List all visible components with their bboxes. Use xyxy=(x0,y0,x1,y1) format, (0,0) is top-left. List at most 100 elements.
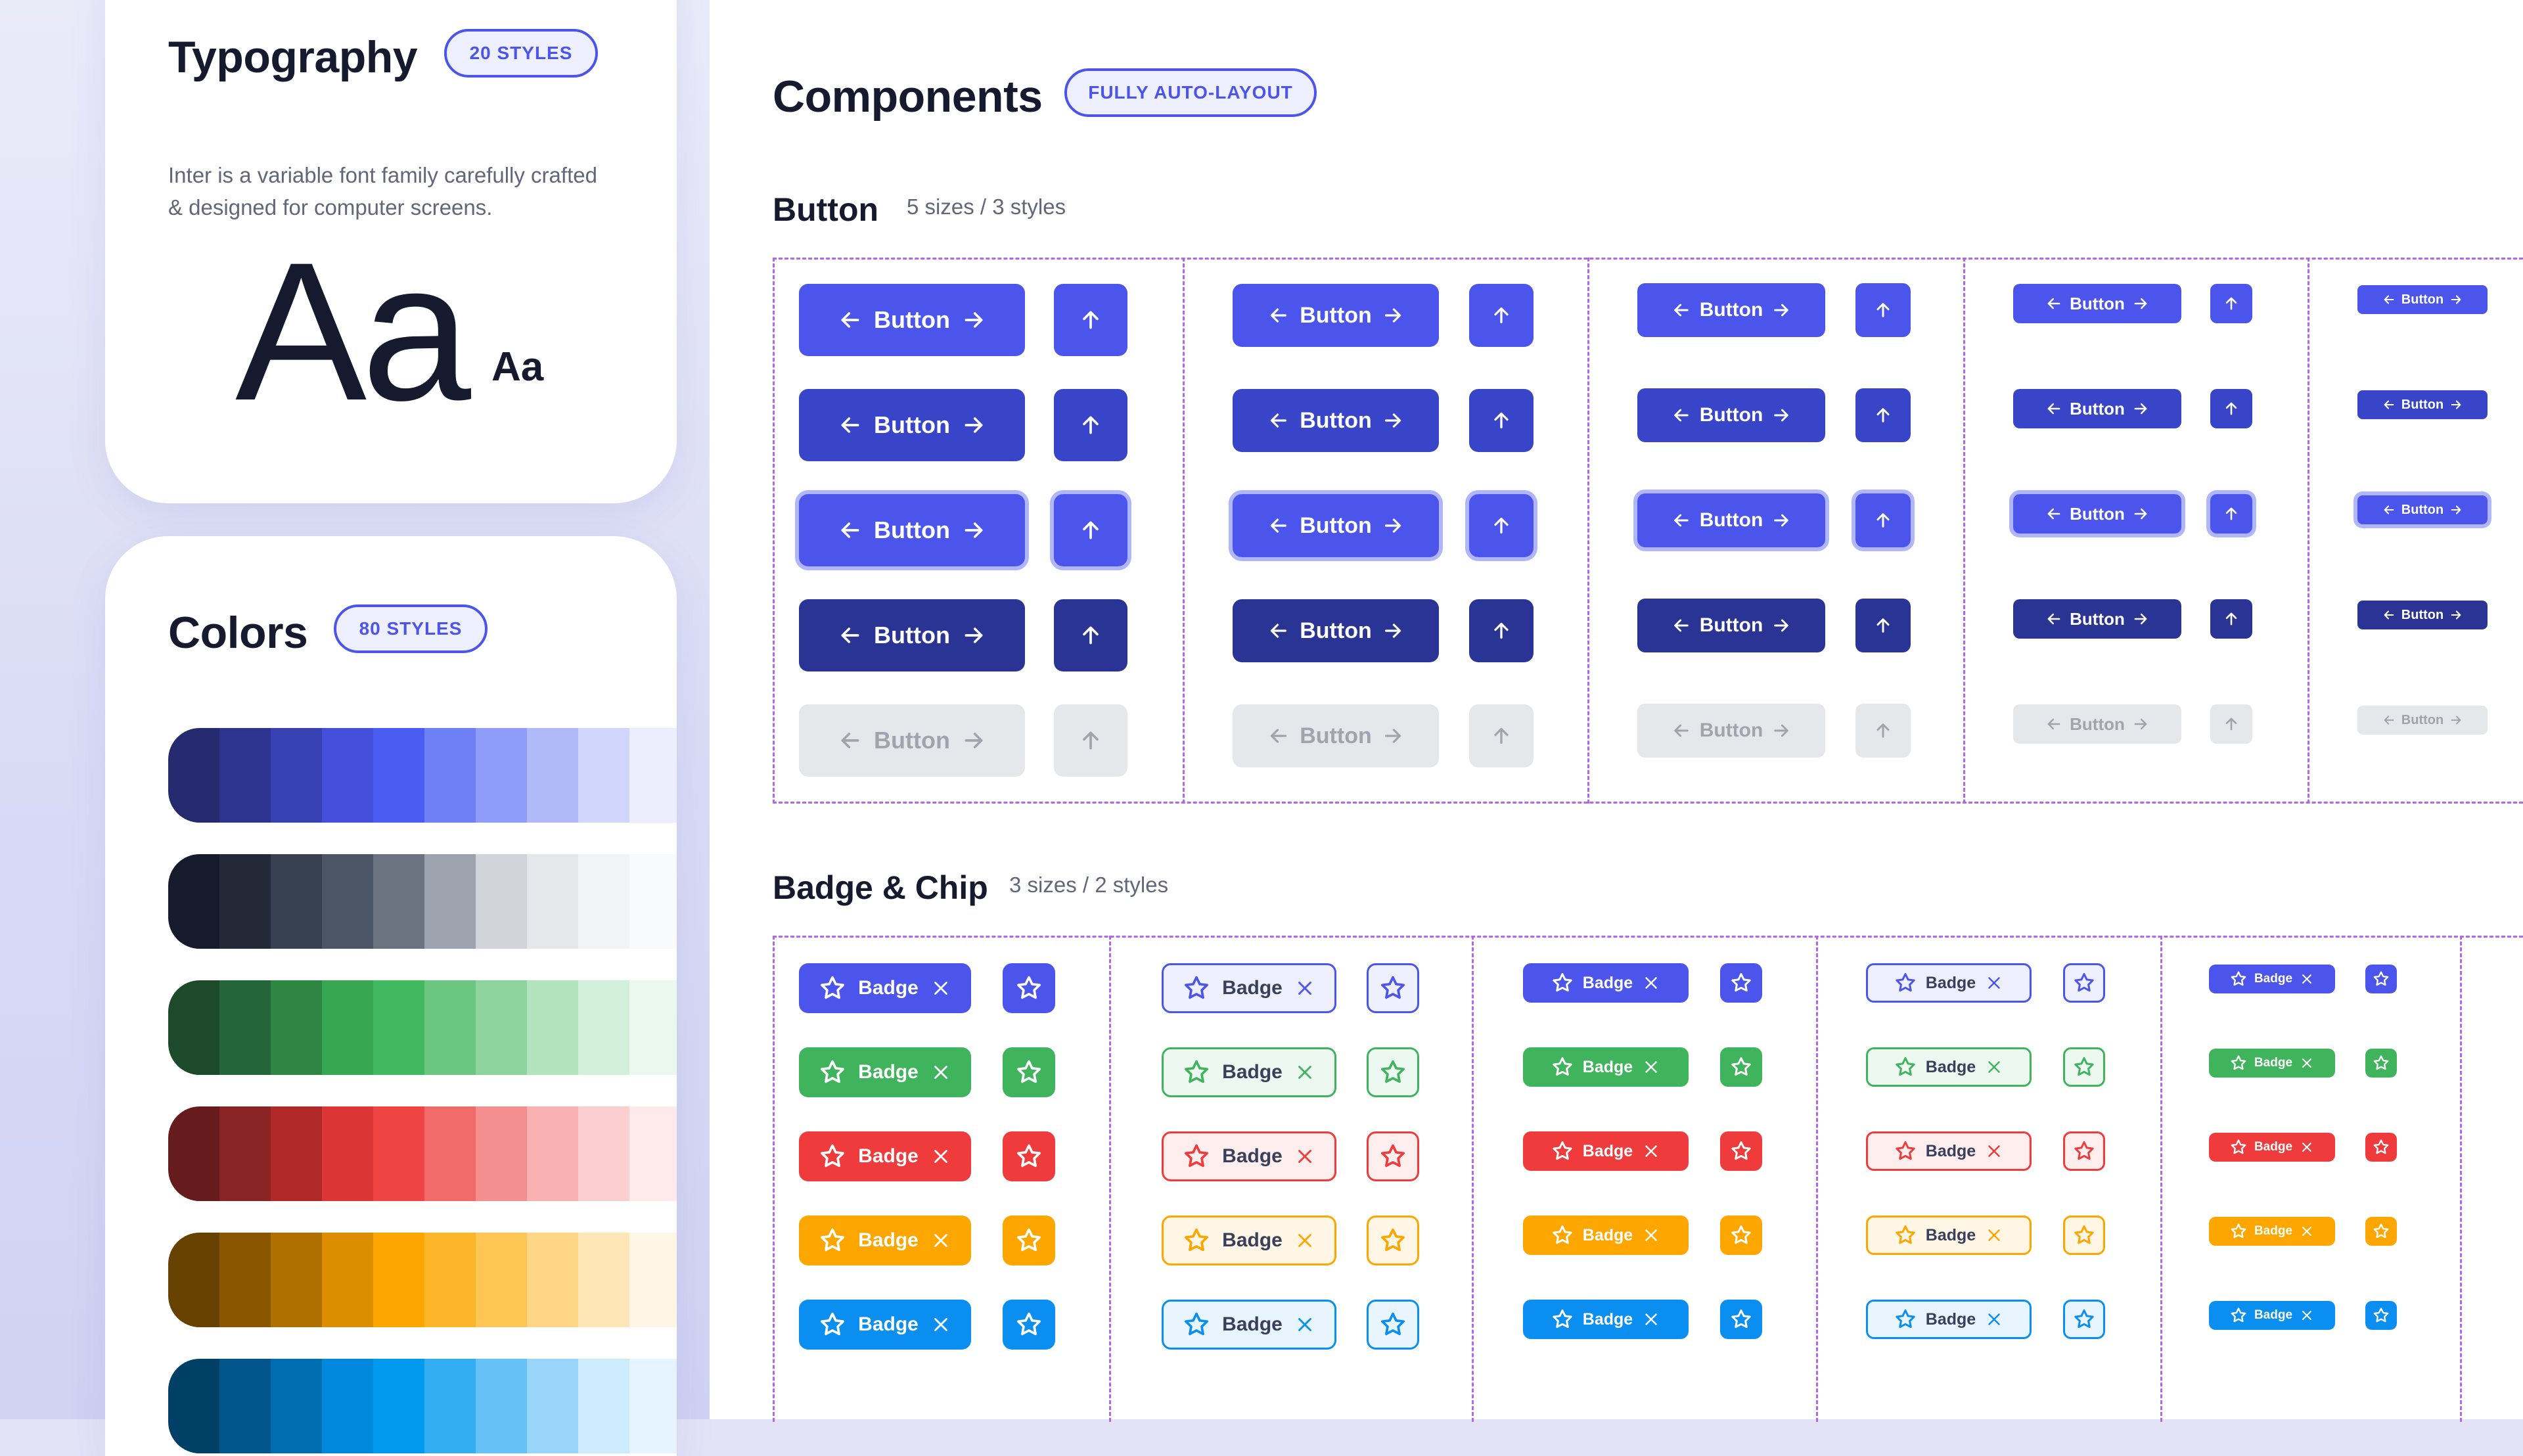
color-swatch-red-3[interactable] xyxy=(271,1106,322,1201)
badge-amber-outline-size-4[interactable]: Badge xyxy=(1866,1216,2032,1255)
color-swatch-red-10[interactable] xyxy=(629,1106,677,1201)
color-swatch-blue-6[interactable] xyxy=(424,1359,476,1453)
icon-button-darker-size-1[interactable] xyxy=(1054,599,1127,671)
button-primary-size-5[interactable]: Button xyxy=(2357,285,2488,314)
color-swatch-red-9[interactable] xyxy=(578,1106,629,1201)
badge-blue-filled-size-1[interactable]: Badge xyxy=(799,1300,971,1350)
color-swatch-amber-7[interactable] xyxy=(476,1233,527,1327)
color-swatch-amber-8[interactable] xyxy=(527,1233,578,1327)
button-focus-size-4[interactable]: Button xyxy=(2013,494,2181,534)
close-icon[interactable] xyxy=(1984,1057,2004,1077)
close-icon[interactable] xyxy=(1984,1225,2004,1245)
close-icon[interactable] xyxy=(1294,1229,1316,1252)
button-disabled-size-2[interactable]: Button xyxy=(1233,704,1439,767)
color-swatch-green-1[interactable] xyxy=(168,980,219,1075)
close-icon[interactable] xyxy=(1984,973,2004,993)
close-icon[interactable] xyxy=(1294,1061,1316,1083)
color-swatch-gray-10[interactable] xyxy=(629,854,677,949)
color-swatch-blue-5[interactable] xyxy=(373,1359,424,1453)
badge-indigo-filled-size-3[interactable]: Badge xyxy=(1523,963,1689,1003)
close-icon[interactable] xyxy=(1641,973,1661,993)
badge-indigo-outline-size-2[interactable]: Badge xyxy=(1162,963,1336,1013)
button-darker-size-1[interactable]: Button xyxy=(799,599,1025,671)
chip-amber-outline-size-2[interactable] xyxy=(1367,1216,1419,1265)
chip-red-filled-size-1[interactable] xyxy=(1003,1131,1055,1181)
badge-blue-outline-size-2[interactable]: Badge xyxy=(1162,1300,1336,1350)
button-darker-size-5[interactable]: Button xyxy=(2357,601,2488,629)
chip-amber-filled-size-5[interactable] xyxy=(2365,1217,2397,1246)
color-swatch-gray-9[interactable] xyxy=(578,854,629,949)
chip-green-filled-size-3[interactable] xyxy=(1720,1047,1762,1087)
close-icon[interactable] xyxy=(1294,1145,1316,1168)
close-icon[interactable] xyxy=(1641,1309,1661,1329)
color-swatch-indigo-7[interactable] xyxy=(476,728,527,823)
color-swatch-blue-3[interactable] xyxy=(271,1359,322,1453)
button-darker-size-3[interactable]: Button xyxy=(1637,599,1825,652)
button-disabled-size-5[interactable]: Button xyxy=(2357,706,2488,735)
color-swatch-green-2[interactable] xyxy=(219,980,271,1075)
chip-blue-filled-size-1[interactable] xyxy=(1003,1300,1055,1350)
close-icon[interactable] xyxy=(2299,1308,2315,1323)
icon-button-dark-size-2[interactable] xyxy=(1469,389,1534,452)
color-swatch-amber-5[interactable] xyxy=(373,1233,424,1327)
chip-amber-filled-size-1[interactable] xyxy=(1003,1216,1055,1265)
chip-amber-filled-size-3[interactable] xyxy=(1720,1216,1762,1255)
close-icon[interactable] xyxy=(2299,971,2315,987)
color-swatch-gray-8[interactable] xyxy=(527,854,578,949)
close-icon[interactable] xyxy=(2299,1223,2315,1239)
color-swatch-amber-2[interactable] xyxy=(219,1233,271,1327)
badge-green-filled-size-3[interactable]: Badge xyxy=(1523,1047,1689,1087)
color-swatch-indigo-9[interactable] xyxy=(578,728,629,823)
badge-indigo-filled-size-1[interactable]: Badge xyxy=(799,963,971,1013)
button-focus-size-2[interactable]: Button xyxy=(1233,494,1439,557)
button-disabled-size-3[interactable]: Button xyxy=(1637,704,1825,758)
icon-button-dark-size-1[interactable] xyxy=(1054,389,1127,461)
chip-red-outline-size-4[interactable] xyxy=(2063,1131,2105,1171)
color-swatch-green-10[interactable] xyxy=(629,980,677,1075)
chip-red-filled-size-5[interactable] xyxy=(2365,1133,2397,1162)
color-swatch-indigo-2[interactable] xyxy=(219,728,271,823)
badge-amber-outline-size-2[interactable]: Badge xyxy=(1162,1216,1336,1265)
close-icon[interactable] xyxy=(1294,977,1316,999)
color-swatch-blue-2[interactable] xyxy=(219,1359,271,1453)
button-dark-size-5[interactable]: Button xyxy=(2357,390,2488,419)
color-swatch-gray-3[interactable] xyxy=(271,854,322,949)
button-dark-size-2[interactable]: Button xyxy=(1233,389,1439,452)
badge-indigo-filled-size-5[interactable]: Badge xyxy=(2209,965,2335,993)
close-icon[interactable] xyxy=(1641,1225,1661,1245)
chip-indigo-filled-size-3[interactable] xyxy=(1720,963,1762,1003)
close-icon[interactable] xyxy=(1641,1141,1661,1161)
badge-blue-filled-size-3[interactable]: Badge xyxy=(1523,1300,1689,1339)
button-focus-size-5[interactable]: Button xyxy=(2357,495,2488,524)
color-swatch-green-3[interactable] xyxy=(271,980,322,1075)
badge-amber-filled-size-5[interactable]: Badge xyxy=(2209,1217,2335,1246)
chip-blue-filled-size-5[interactable] xyxy=(2365,1301,2397,1330)
button-primary-size-2[interactable]: Button xyxy=(1233,284,1439,347)
color-swatch-amber-4[interactable] xyxy=(322,1233,373,1327)
badge-red-outline-size-4[interactable]: Badge xyxy=(1866,1131,2032,1171)
badge-blue-outline-size-4[interactable]: Badge xyxy=(1866,1300,2032,1339)
color-swatch-green-6[interactable] xyxy=(424,980,476,1075)
icon-button-primary-size-2[interactable] xyxy=(1469,284,1534,347)
chip-green-outline-size-4[interactable] xyxy=(2063,1047,2105,1087)
button-dark-size-4[interactable]: Button xyxy=(2013,389,2181,428)
icon-button-darker-size-2[interactable] xyxy=(1469,599,1534,662)
chip-indigo-outline-size-2[interactable] xyxy=(1367,963,1419,1013)
color-swatch-amber-10[interactable] xyxy=(629,1233,677,1327)
badge-red-outline-size-2[interactable]: Badge xyxy=(1162,1131,1336,1181)
color-swatch-blue-1[interactable] xyxy=(168,1359,219,1453)
icon-button-disabled-size-2[interactable] xyxy=(1469,704,1534,767)
color-swatch-amber-3[interactable] xyxy=(271,1233,322,1327)
close-icon[interactable] xyxy=(1984,1141,2004,1161)
icon-button-darker-size-4[interactable] xyxy=(2210,599,2252,639)
badge-amber-filled-size-1[interactable]: Badge xyxy=(799,1216,971,1265)
chip-green-filled-size-5[interactable] xyxy=(2365,1049,2397,1078)
icon-button-dark-size-3[interactable] xyxy=(1855,388,1911,442)
color-swatch-green-9[interactable] xyxy=(578,980,629,1075)
close-icon[interactable] xyxy=(930,1313,952,1336)
icon-button-primary-size-4[interactable] xyxy=(2210,284,2252,323)
color-swatch-red-7[interactable] xyxy=(476,1106,527,1201)
icon-button-focus-size-2[interactable] xyxy=(1469,494,1534,557)
color-swatch-red-5[interactable] xyxy=(373,1106,424,1201)
color-swatch-blue-7[interactable] xyxy=(476,1359,527,1453)
